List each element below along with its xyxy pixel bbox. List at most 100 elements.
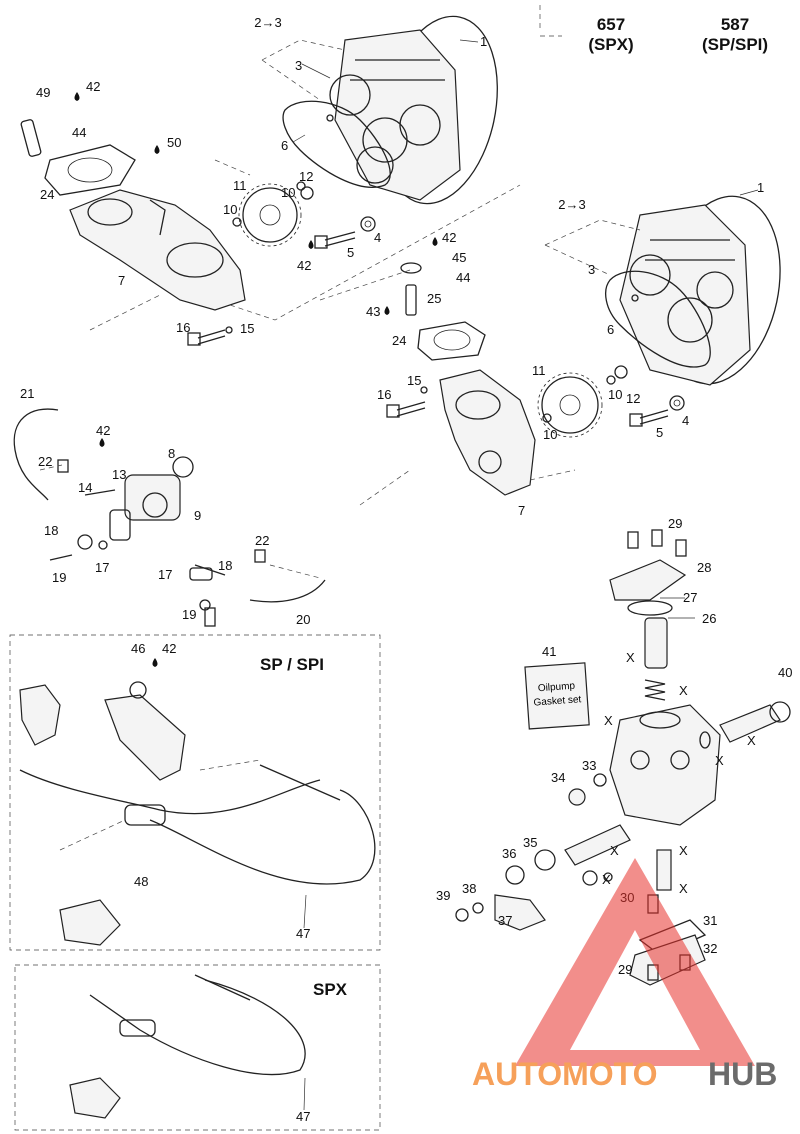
callout: 3 <box>295 58 302 73</box>
callout: 35 <box>523 835 537 850</box>
callout: 18 <box>218 558 232 573</box>
callout: 3 <box>588 262 595 277</box>
gear-11 <box>238 183 302 247</box>
callout: 24 <box>40 187 54 202</box>
callout: 6 <box>607 322 614 337</box>
callout: 45 <box>452 250 466 265</box>
callout: 41 <box>542 644 556 659</box>
callout: 22 <box>255 533 269 548</box>
callout: 5 <box>656 425 663 440</box>
panel-spx: SPX <box>14 964 381 1131</box>
kit-box-line1: Oilpump <box>538 681 576 695</box>
callout: 37 <box>498 913 512 928</box>
callout: 16 <box>377 387 391 402</box>
callout: 42 <box>162 641 176 656</box>
callout: 46 <box>131 641 145 656</box>
callout: 39 <box>436 888 450 903</box>
callout: 47 <box>296 1109 310 1124</box>
callout: 8 <box>168 446 175 461</box>
callout: 11 <box>233 178 247 193</box>
callout: 12 <box>299 169 313 184</box>
callout: 34 <box>551 770 565 785</box>
oil-drop-icon <box>432 237 438 246</box>
callout: 42 <box>86 79 100 94</box>
watermark-text-part1: AUTOMOTO <box>472 1056 657 1092</box>
callout: 15 <box>407 373 421 388</box>
callout: 21 <box>20 386 34 401</box>
oil-drop-icon <box>308 240 314 249</box>
oil-drop-icon <box>74 92 80 101</box>
oil-line-assembly <box>13 408 326 627</box>
x-marks: X X X X X X X X X <box>602 650 756 896</box>
callout: 2→3 <box>254 15 281 30</box>
callout: 32 <box>703 941 717 956</box>
callout: 40 <box>778 665 792 680</box>
callout: 29 <box>618 962 632 977</box>
panel-spx-title: SPX <box>313 980 348 999</box>
callout: 5 <box>347 245 354 260</box>
callout: 1 <box>480 34 487 49</box>
callout: 43 <box>366 304 380 319</box>
callout: 33 <box>582 758 596 773</box>
callout: 11 <box>532 363 546 378</box>
x-mark: X <box>610 843 619 858</box>
watermark-text-part2: HUB <box>708 1056 777 1092</box>
callout: 17 <box>158 567 172 582</box>
callout: 22 <box>38 454 52 469</box>
x-mark: X <box>747 733 756 748</box>
callout: 13 <box>112 467 126 482</box>
oil-pump-exploded: Oilpump Gasket set <box>455 529 791 986</box>
callout: 19 <box>52 570 66 585</box>
callouts-panels: 46 42 48 47 47 <box>131 641 310 1124</box>
callout: 26 <box>702 611 716 626</box>
oil-drop-icon <box>99 438 105 447</box>
watermark-triangle-icon <box>515 858 755 1066</box>
callout: 50 <box>167 135 181 150</box>
callout: 19 <box>182 607 196 622</box>
callout: 47 <box>296 926 310 941</box>
rotary-valve-assembly-lower <box>319 189 781 506</box>
callout: 12 <box>626 391 640 406</box>
callout: 27 <box>683 590 697 605</box>
callout: 24 <box>392 333 406 348</box>
gear-11b <box>537 372 603 438</box>
col2-model: (SP/SPI) <box>702 35 768 54</box>
col1-model: (SPX) <box>588 35 633 54</box>
callout: 31 <box>703 913 717 928</box>
callout: 2→3 <box>558 197 585 212</box>
callout: 48 <box>134 874 148 889</box>
callout: 17 <box>95 560 109 575</box>
callout: 28 <box>697 560 711 575</box>
callout: 10 <box>608 387 622 402</box>
callout: 44 <box>72 125 86 140</box>
callout: 49 <box>36 85 50 100</box>
callouts-middle-left: 21 42 8 22 13 14 9 18 17 19 22 17 18 19 … <box>20 386 310 627</box>
callout: 4 <box>682 413 689 428</box>
oil-drop-icons <box>74 92 438 667</box>
callout: 38 <box>462 881 476 896</box>
callout: 29 <box>668 516 682 531</box>
callout: 7 <box>518 503 525 518</box>
callout: 7 <box>118 273 125 288</box>
oil-drop-icon <box>154 145 160 154</box>
x-mark: X <box>604 713 613 728</box>
panel-sp-spi: SP / SPI <box>9 634 381 951</box>
callout: 10 <box>223 202 237 217</box>
col1-code: 657 <box>597 15 625 34</box>
callout: 18 <box>44 523 58 538</box>
callout: 9 <box>194 508 201 523</box>
automotohub-watermark: AUTOMOTO HUB <box>472 858 777 1092</box>
col2-code: 587 <box>721 15 749 34</box>
callout: 15 <box>240 321 254 336</box>
gasket-kit-box: Oilpump Gasket set <box>524 662 590 730</box>
callout: 16 <box>176 320 190 335</box>
callout: 6 <box>281 138 288 153</box>
callout: 10 <box>543 427 557 442</box>
callout: 42 <box>297 258 311 273</box>
callouts-top-left: 2→3 1 3 6 49 42 44 50 24 11 10 12 7 4 42… <box>36 15 487 336</box>
rotary-valve-assembly-upper <box>20 15 521 346</box>
panel-sp-title: SP / SPI <box>260 655 324 674</box>
x-mark: X <box>679 843 688 858</box>
callout: 1 <box>757 180 764 195</box>
